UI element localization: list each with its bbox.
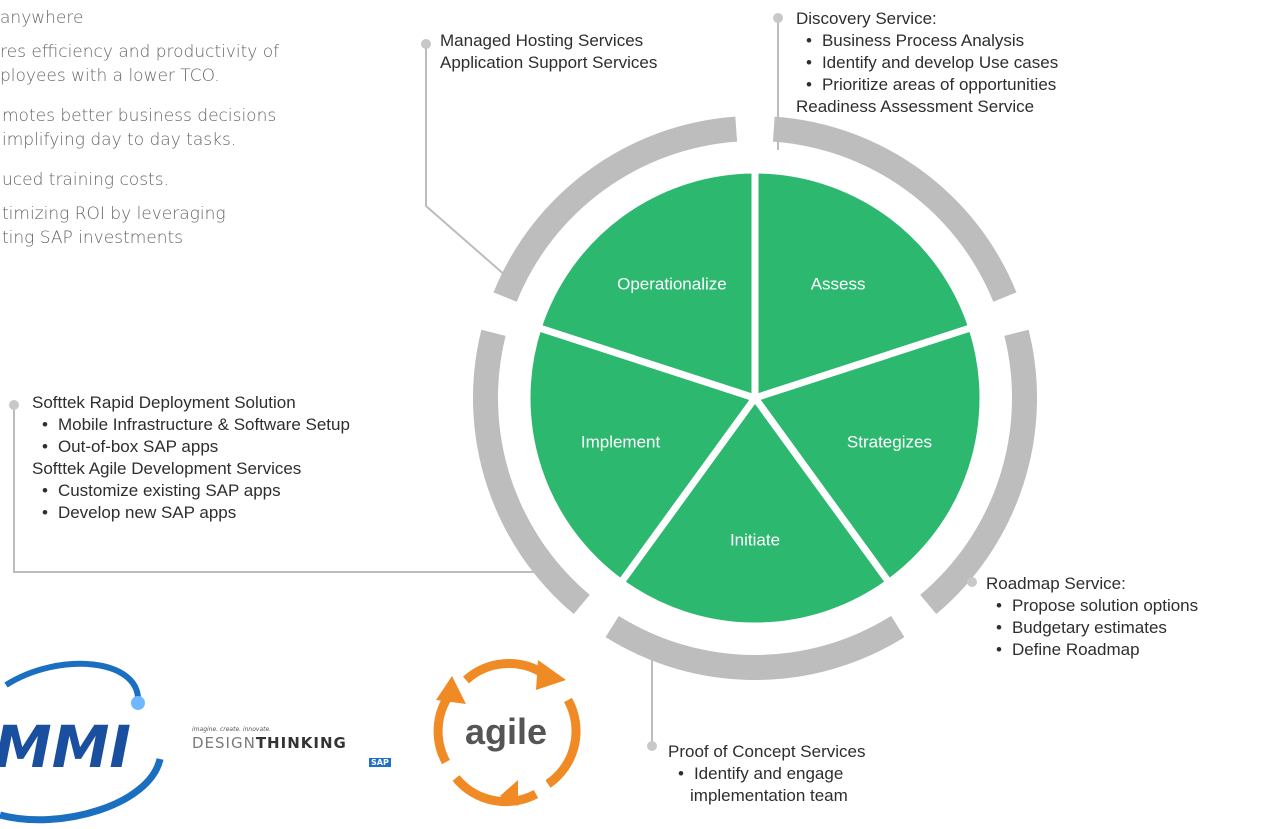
dt-word1: DESIGN (192, 734, 256, 752)
connector-dot (421, 39, 431, 49)
discovery-bullet: Identify and develop Use cases (796, 52, 1058, 74)
segment-label: Strategizes (847, 433, 932, 452)
discovery-block: Discovery Service: Business Process Anal… (796, 8, 1058, 118)
connector-dot (647, 741, 657, 751)
dt-word2: THINKING (255, 734, 347, 752)
connector-dot (9, 400, 19, 410)
benefit-item: timizing ROI by leveraging ting SAP inve… (2, 204, 226, 248)
sap-badge: SAP (369, 758, 391, 767)
benefit-item: motes better business decisions implifyi… (2, 106, 277, 150)
wheel-segment (534, 166, 759, 402)
managed-services-block: Managed Hosting Services Application Sup… (440, 30, 657, 74)
agile-dev-title: Softtek Agile Development Services (32, 459, 302, 478)
ring-segment (493, 116, 738, 302)
rapid-title: Softtek Rapid Deployment Solution (32, 393, 296, 412)
rapid-deployment-block: Softtek Rapid Deployment Solution Mobile… (32, 392, 350, 524)
outer-ring (473, 116, 1037, 680)
ring-segment (605, 615, 905, 680)
managed-line: Application Support Services (440, 53, 658, 72)
ring-segment (772, 116, 1017, 302)
discovery-bullet: Prioritize areas of opportunities (796, 74, 1058, 96)
dt-wordmark: DESIGNTHINKING (192, 734, 347, 752)
poc-block: Proof of Concept Services Identify and e… (668, 741, 865, 807)
connector-dot (967, 577, 977, 587)
roadmap-bullet: Propose solution options (986, 595, 1198, 617)
discovery-bullet: Business Process Analysis (796, 30, 1058, 52)
rapid-bullet: Out-of-box SAP apps (32, 436, 350, 458)
poc-title: Proof of Concept Services (668, 742, 866, 761)
poc-continuation: implementation team (690, 786, 848, 805)
ring-segment (920, 329, 1037, 615)
discovery-footer: Readiness Assessment Service (796, 97, 1035, 116)
dt-tagline: imagine. create. innovate. (192, 726, 272, 733)
benefit-item: uced training costs. (2, 170, 169, 190)
ring-segment (473, 329, 590, 615)
benefit-item: res efficiency and productivity of ploye… (0, 42, 280, 86)
segment-label: Operationalize (617, 275, 727, 294)
discovery-title: Discovery Service: (796, 9, 937, 28)
connector-line (13, 405, 556, 573)
roadmap-bullet: Budgetary estimates (986, 617, 1198, 639)
segment-label: Assess (811, 275, 866, 294)
connector-line (425, 44, 515, 284)
roadmap-block: Roadmap Service: Propose solution option… (986, 573, 1198, 661)
benefit-item: anywhere (0, 8, 84, 28)
agile-wordmark: agile (465, 711, 547, 752)
segment-label: Initiate (730, 530, 780, 549)
managed-line: Managed Hosting Services (440, 31, 644, 50)
mmi-wordmark: MMI (0, 713, 131, 781)
rapid-bullet: Mobile Infrastructure & Software Setup (32, 414, 350, 436)
design-thinking-logo: imagine. create. innovate. DESIGNTHINKIN… (192, 726, 391, 767)
agile-dev-bullet: Develop new SAP apps (32, 502, 350, 524)
poc-bullet: Identify and engage (668, 763, 865, 785)
connector-dot (773, 13, 783, 23)
roadmap-bullet: Define Roadmap (986, 639, 1198, 661)
cmmi-logo: MMI (0, 660, 164, 824)
segment-label: Implement (581, 433, 661, 452)
wheel-segment (523, 324, 759, 586)
wheel-segment (617, 394, 893, 630)
agile-logo: agile (433, 659, 581, 807)
agile-dev-bullet: Customize existing SAP apps (32, 480, 350, 502)
wheel-segment (751, 324, 987, 586)
roadmap-title: Roadmap Service: (986, 574, 1126, 593)
connector-dots (9, 13, 977, 751)
wheel-segment (751, 166, 976, 402)
